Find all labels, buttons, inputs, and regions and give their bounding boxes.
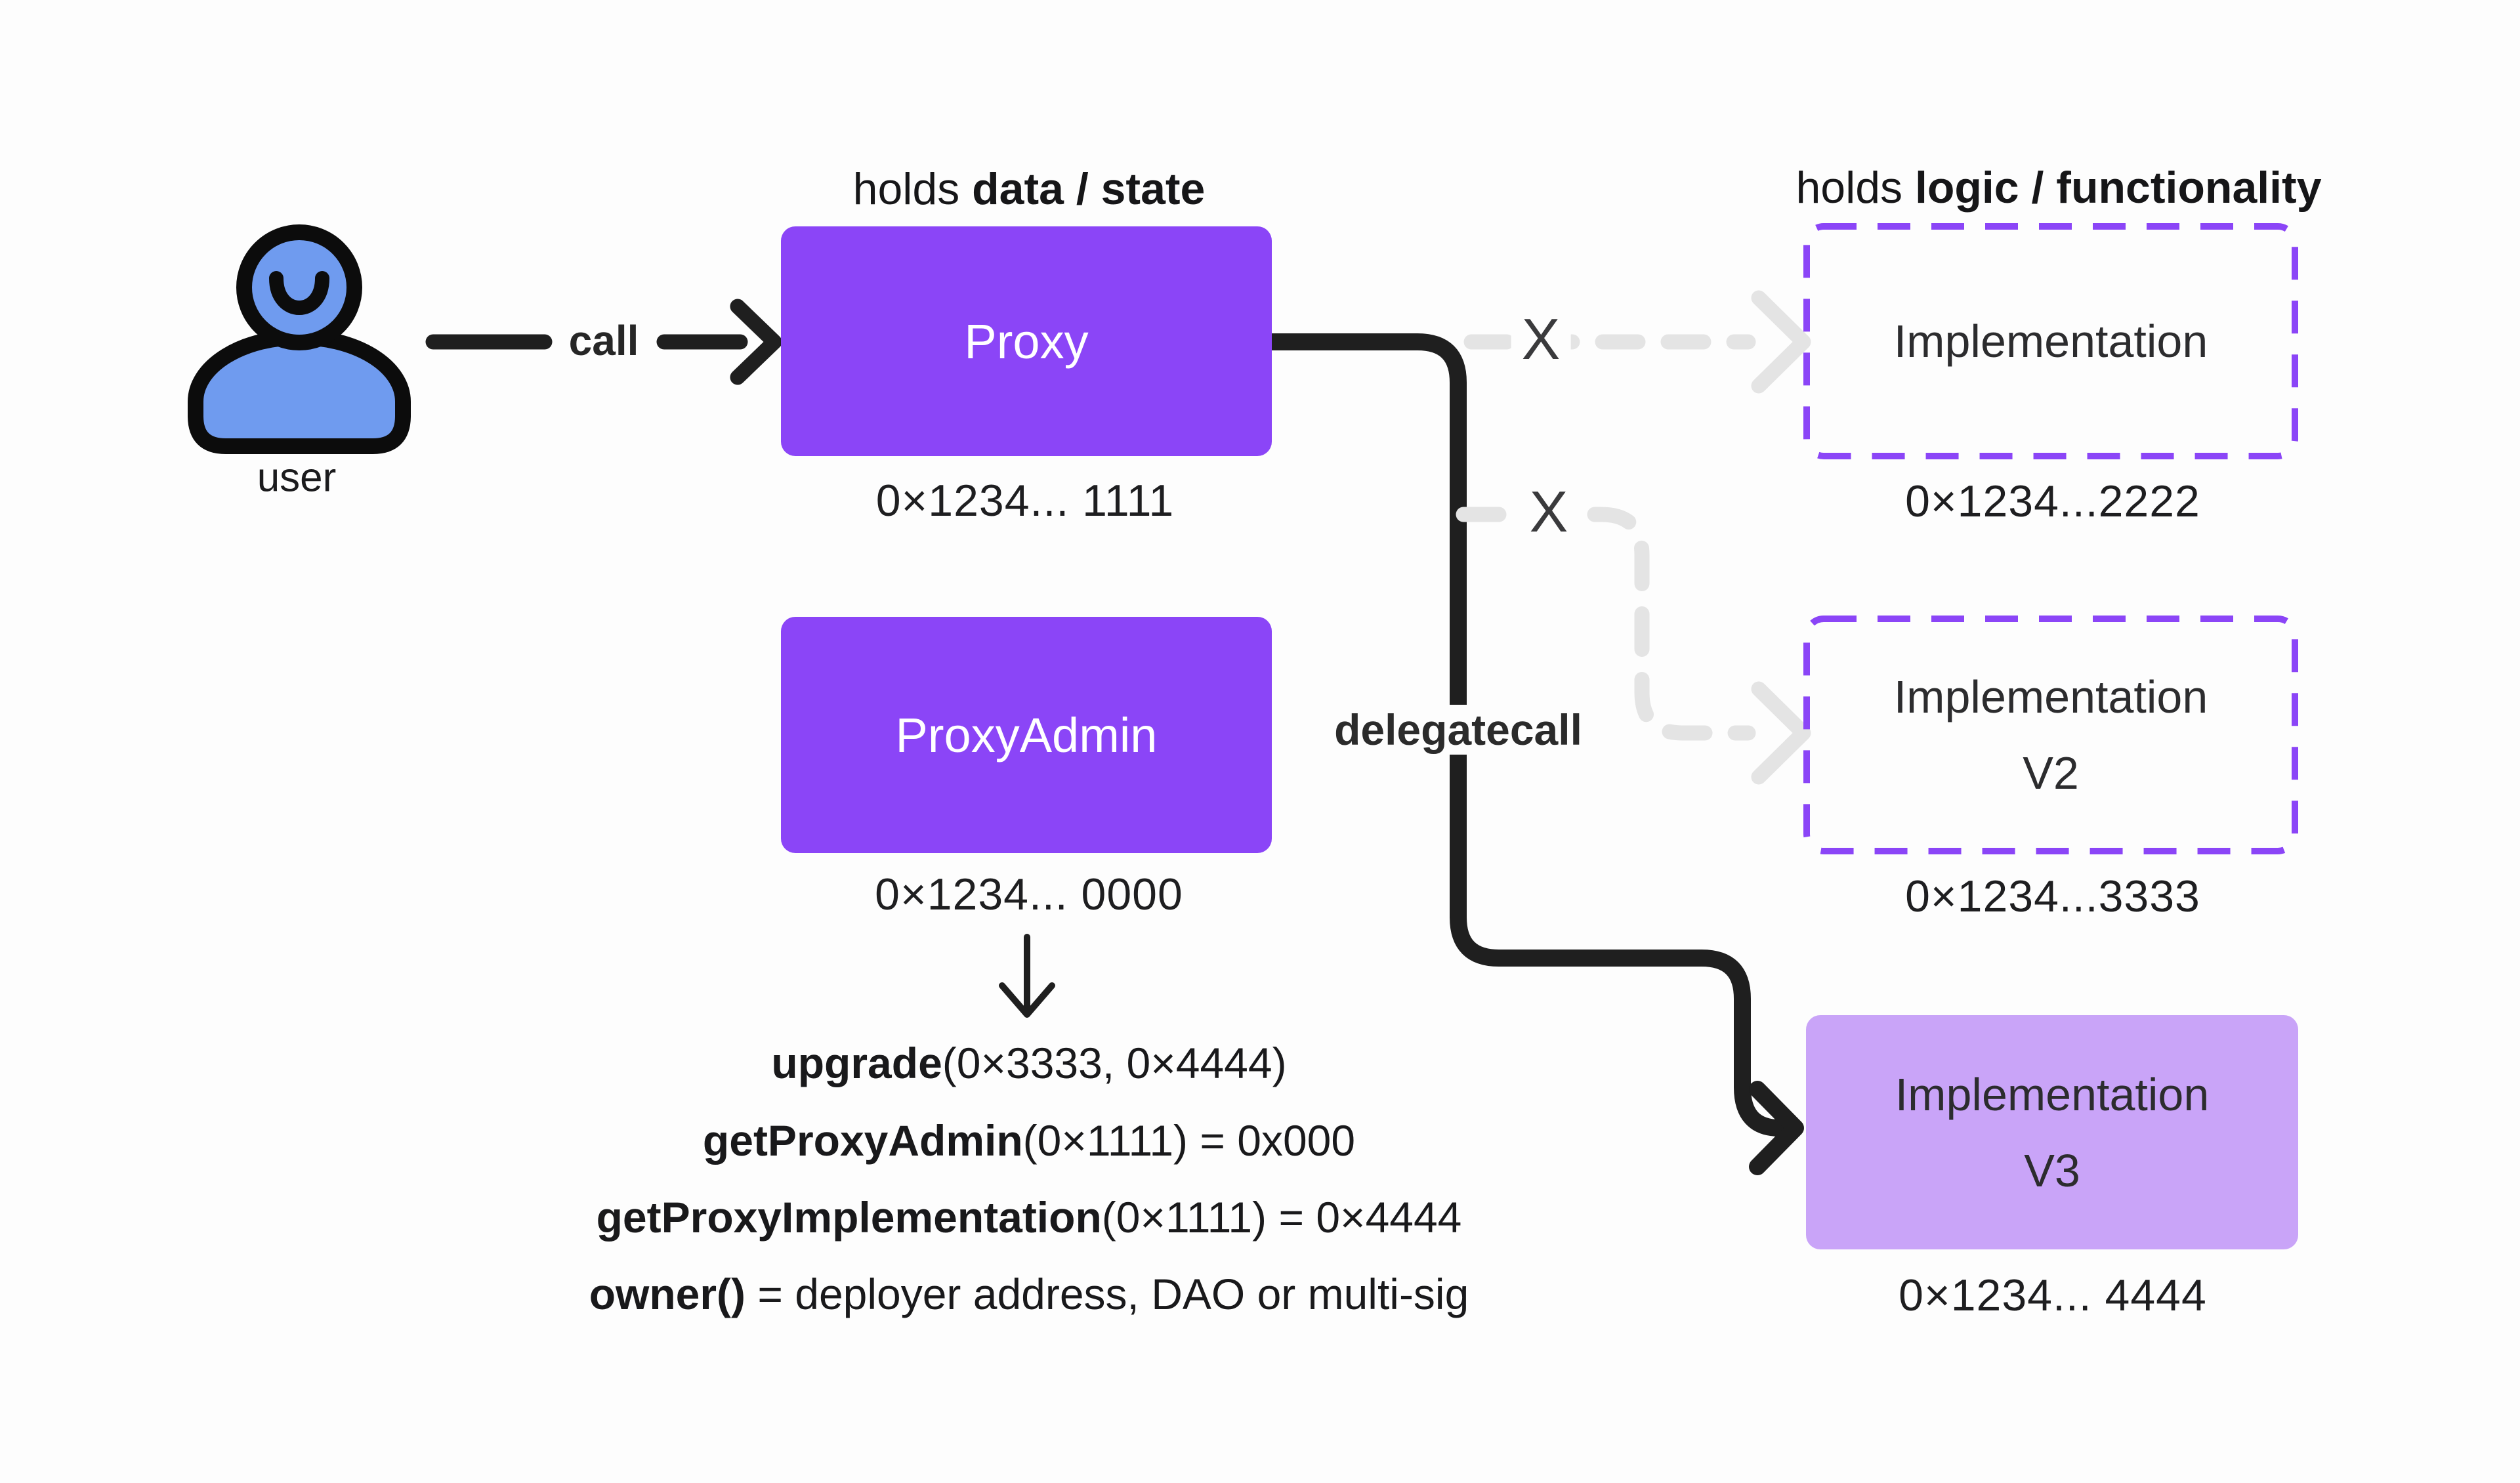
implementation-v1-box [1803, 223, 2298, 459]
implementation-v1-label-wrap: Implementation [1807, 226, 2295, 456]
admin-functions-arrow [999, 934, 1055, 1018]
function-get-proxy-implementation-args: (0×1111) = 0×4444 [1101, 1193, 1462, 1242]
proxy-admin-address: 0×1234... 0000 [875, 869, 1183, 919]
function-get-proxy-implementation: getProxyImplementation(0×1111) = 0×4444 [597, 1192, 1462, 1242]
blocked-arrow-v2 [1456, 507, 1811, 785]
user-smile-shape [269, 271, 329, 315]
call-label: call [568, 317, 639, 364]
proxy-box-label: Proxy [964, 314, 1089, 369]
function-upgrade-args: (0×3333, 0×4444) [942, 1039, 1287, 1087]
implementation-v3-box: Implementation V3 [1806, 1015, 2298, 1249]
user-body-shape [188, 329, 411, 454]
implementation-v3-address: 0×1234... 4444 [1899, 1270, 2207, 1320]
proxy-admin-box-label: ProxyAdmin [895, 707, 1158, 762]
implementation-v2-version: V2 [2023, 747, 2079, 799]
function-get-proxy-admin-name: getProxyAdmin [702, 1116, 1023, 1165]
blocked-x-mark-v2: X [1519, 478, 1579, 545]
proxy-heading: holds data / state [853, 163, 1206, 215]
user-label: user [257, 455, 337, 501]
function-upgrade-name: upgrade [771, 1039, 942, 1087]
proxy-heading-normal: holds [852, 164, 973, 214]
proxy-address: 0×1234... 1111 [875, 476, 1175, 526]
implementation-v2-label-wrap: Implementation V2 [1807, 619, 2295, 851]
call-arrow [425, 299, 782, 385]
function-get-proxy-implementation-name: getProxyImplementation [596, 1193, 1102, 1242]
function-get-proxy-admin-args: (0×1111) = 0x000 [1022, 1116, 1356, 1165]
function-owner-args: = deployer address, DAO or multi-sig [746, 1270, 1469, 1318]
implementation-v1-address: 0×1234...2222 [1905, 476, 2200, 526]
implementation-v3-label: Implementation [1895, 1068, 2210, 1120]
proxy-admin-box: ProxyAdmin [781, 617, 1272, 853]
function-owner-name: owner() [589, 1270, 746, 1318]
implementations-heading-bold: logic / functionality [1914, 163, 2322, 213]
blocked-arrow-v1 [1463, 290, 1811, 394]
function-get-proxy-admin: getProxyAdmin(0×1111) = 0x000 [703, 1116, 1355, 1165]
implementation-v1-label: Implementation [1893, 316, 2208, 367]
implementations-heading-normal: holds [1796, 163, 1915, 213]
implementation-v2-box [1803, 616, 2298, 854]
user-head-shape [236, 224, 362, 350]
user-icon [188, 224, 411, 454]
delegatecall-arrow [1263, 333, 1804, 1175]
function-upgrade: upgrade(0×3333, 0×4444) [771, 1038, 1286, 1088]
function-owner: owner() = deployer address, DAO or multi… [589, 1269, 1469, 1319]
implementation-v3-version: V3 [2024, 1144, 2080, 1196]
implementation-v2-label: Implementation [1893, 671, 2208, 722]
proxy-heading-bold: data / state [972, 164, 1206, 214]
delegatecall-label: delegatecall [1320, 705, 1597, 755]
blocked-x-mark-v1: X [1511, 306, 1571, 373]
implementations-heading: holds logic / functionality [1796, 162, 2321, 213]
proxy-box: Proxy [781, 226, 1272, 456]
implementation-v2-address: 0×1234...3333 [1905, 871, 2200, 921]
